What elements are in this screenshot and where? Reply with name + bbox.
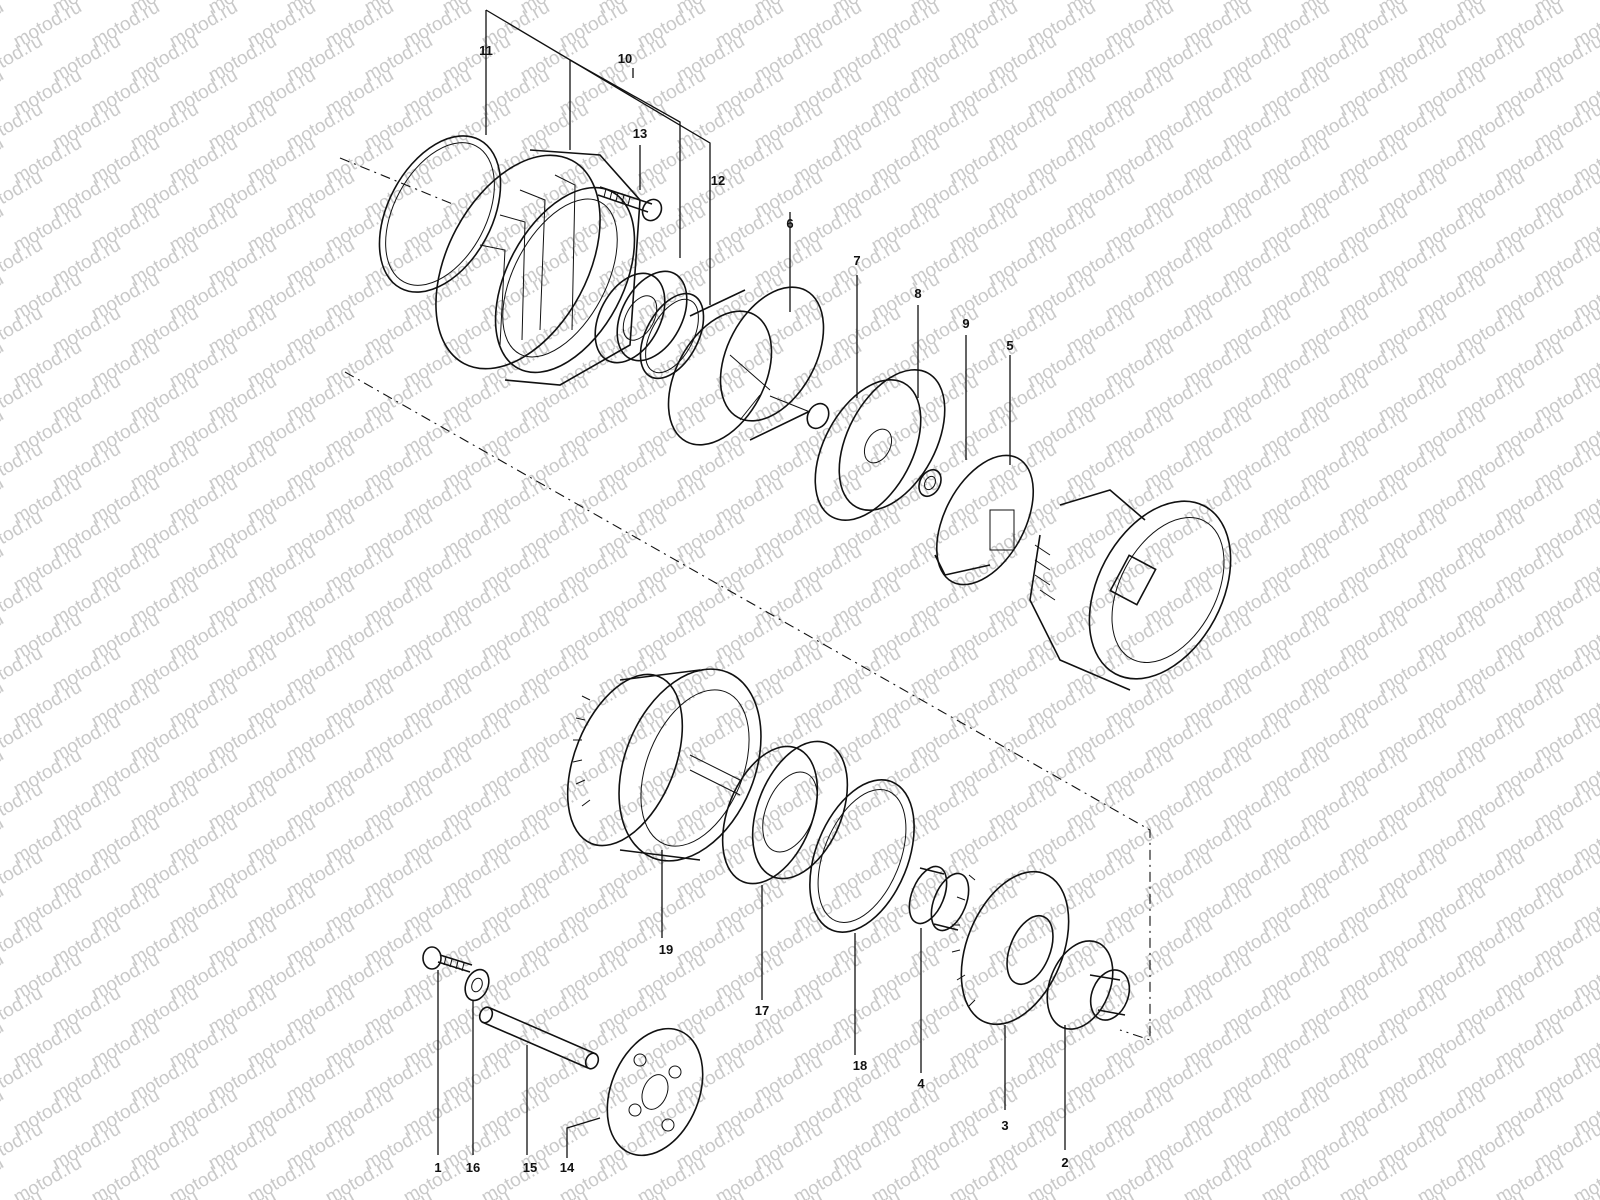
watermark-text: motod.ru	[790, 1153, 865, 1200]
watermark-text: motod.ru	[244, 1153, 319, 1200]
callout-1: 1	[434, 1160, 441, 1175]
callout-labels: 11 10 13 12 6 7 8 9 5 19 17 18 4 3 2 1 1…	[434, 43, 1068, 1175]
nut-part	[918, 468, 942, 498]
watermark-text: motod.ru	[0, 507, 46, 563]
watermark-text: motod.ru	[322, 1153, 397, 1200]
watermark-text: motod.ru	[478, 1153, 553, 1200]
callout-2: 2	[1061, 1155, 1068, 1170]
snap-ring-part	[378, 135, 502, 293]
callout-12: 12	[711, 173, 725, 188]
watermark-text: motod.ru	[0, 439, 46, 495]
watermark-text: motod.ru	[1258, 1153, 1333, 1200]
watermark-text: motod.ru	[0, 1051, 46, 1107]
watermark-text: motod.ru	[127, 1187, 202, 1200]
gear-part	[951, 870, 1070, 1026]
watermark-text: motod.ru	[673, 1187, 748, 1200]
watermark-text: motod.ru	[595, 1187, 670, 1200]
watermark-text: motod.ru	[751, 1187, 826, 1200]
callout-19: 19	[659, 942, 673, 957]
watermark-text: motod.ru	[829, 1187, 904, 1200]
callout-4: 4	[917, 1076, 925, 1091]
callout-7: 7	[853, 253, 860, 268]
watermark-text: motod.ru	[1453, 1187, 1528, 1200]
watermark-text: motod.ru	[205, 1187, 280, 1200]
callout-11: 11	[479, 43, 493, 58]
watermark-text: motod.ru	[1102, 1153, 1177, 1200]
watermark-text: motod.ru	[361, 1187, 436, 1200]
cup-part	[667, 286, 825, 446]
callout-3: 3	[1001, 1118, 1008, 1133]
watermark-text: motod.ru	[1336, 1153, 1411, 1200]
watermark-text: motod.ru	[0, 575, 46, 631]
watermark-text: motod.ru	[1414, 1153, 1489, 1200]
watermark-text: motod.ru	[0, 99, 46, 155]
watermark-text: motod.ru	[166, 1153, 241, 1200]
plate-part	[934, 454, 1035, 586]
watermark-text: motod.ru	[0, 303, 46, 359]
watermark-text: motod.ru	[868, 1153, 943, 1200]
bearing-part	[594, 270, 688, 364]
watermark-text: motod.ru	[0, 31, 46, 87]
callout-18: 18	[853, 1058, 867, 1073]
callout-9: 9	[962, 316, 969, 331]
callout-13: 13	[633, 126, 647, 141]
watermark-text: motod.ru	[88, 1153, 163, 1200]
watermark-text: motod.ru	[1141, 1187, 1216, 1200]
callout-5: 5	[1006, 338, 1013, 353]
callout-16: 16	[466, 1160, 480, 1175]
watermark-text: motod.ru	[0, 847, 46, 903]
circlip-part	[639, 292, 705, 380]
watermark-text: motod.ru	[0, 643, 46, 699]
watermark-text: motod.ru	[0, 1119, 46, 1175]
watermark-text: motod.ru	[0, 0, 46, 18]
watermark-text: motod.ru	[634, 1153, 709, 1200]
watermark-text: motod.ru	[1492, 1153, 1567, 1200]
bushing-part	[1046, 940, 1131, 1030]
watermark-text: motod.ru	[10, 1153, 85, 1200]
watermark-text: motod.ru	[1375, 1187, 1450, 1200]
watermark-text: motod.ru	[0, 0, 7, 52]
callout-15: 15	[523, 1160, 537, 1175]
small-bolt-part	[422, 946, 473, 973]
small-gear-part	[606, 1027, 704, 1157]
watermark-text: motod.ru	[0, 779, 46, 835]
watermark-text: motod.ru	[0, 371, 46, 427]
assembly-axis-lines	[339, 157, 1151, 1041]
watermark-text: motod.ru	[0, 235, 46, 291]
watermark-text: motod.ru	[946, 1153, 1021, 1200]
watermark-text: motod.ru	[0, 711, 46, 767]
watermark-text: motod.ru	[439, 1187, 514, 1200]
watermark-text: motod.ru	[0, 915, 46, 971]
watermark-text: motod.ru	[1063, 1187, 1138, 1200]
watermark-text: motod.ru	[985, 1187, 1060, 1200]
rotor-part	[814, 368, 946, 522]
leader-lines	[437, 9, 1066, 1158]
needle-bearing-part	[908, 865, 970, 932]
watermark-text: motod.ru	[0, 167, 46, 223]
alternator-assembly	[1029, 489, 1232, 691]
watermark-text: motod.ru	[49, 1187, 124, 1200]
callout-17: 17	[755, 1003, 769, 1018]
callout-14: 14	[560, 1160, 575, 1175]
callout-10: 10	[618, 51, 632, 66]
watermark-text: motod.ru	[1180, 1153, 1255, 1200]
bolt-part	[597, 186, 663, 222]
watermark-text: motod.ru	[283, 1187, 358, 1200]
washer-part	[809, 779, 915, 933]
clutch-drum-part	[566, 668, 762, 862]
shaft-part	[478, 1006, 600, 1070]
watermark-text: motod.ru	[907, 1187, 982, 1200]
watermark-text: motod.ru	[1297, 1187, 1372, 1200]
watermark-text: motod.ru	[712, 1153, 787, 1200]
watermark-text: motod.ru	[517, 1187, 592, 1200]
watermark-text: motod.ru	[1219, 1187, 1294, 1200]
screw-part	[769, 395, 830, 430]
callout-6: 6	[786, 216, 793, 231]
watermark-text: motod.ru	[0, 983, 46, 1039]
small-washer-part	[464, 968, 490, 1002]
callout-8: 8	[914, 286, 921, 301]
one-way-clutch-part	[721, 740, 849, 885]
